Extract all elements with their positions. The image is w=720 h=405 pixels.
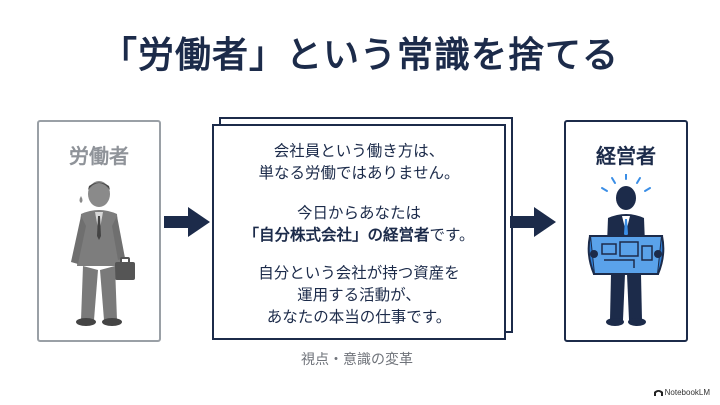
message-line: あなたの本当の仕事です。 (266, 308, 452, 326)
highlight-text: 「自分株式会社」の経営者 (243, 226, 430, 244)
manager-label: 経営者 (596, 144, 656, 168)
brand-name: NotebookLM (664, 388, 710, 397)
notebooklm-icon (653, 390, 663, 397)
message-line: 会社員という働き方は、 (273, 142, 445, 160)
manager-with-blueprint-icon (587, 174, 665, 326)
slide-title: 「労働者」という常識を捨てる (100, 35, 619, 76)
tired-worker-icon (71, 181, 135, 326)
message-paragraph-1: 会社員という働き方は、 単なる労働ではありません。 (214, 140, 504, 184)
message-line: 自分という会社が持つ資産を (258, 264, 460, 282)
notebooklm-logo: NotebookLM (653, 388, 710, 397)
message-line-emphasis: 「自分株式会社」の経営者です。 (214, 224, 504, 246)
arrow-right-icon (164, 207, 210, 237)
caption-text: 視点・意識の変革 (301, 352, 413, 368)
message-paragraph-2: 今日からあなたは 「自分株式会社」の経営者です。 (214, 202, 504, 246)
message-paragraph-3: 自分という会社が持つ資産を 運用する活動が、 あなたの本当の仕事です。 (214, 262, 504, 328)
message-line: 今日からあなたは (296, 204, 421, 222)
message-card: 会社員という働き方は、 単なる労働ではありません。 今日からあなたは 「自分株式… (212, 124, 506, 340)
worker-label: 労働者 (69, 144, 129, 168)
manager-box: 経営者 (564, 120, 688, 342)
arrow-right-icon (510, 207, 556, 237)
message-line: 単なる労働ではありません。 (258, 164, 460, 182)
message-line: 運用する活動が、 (297, 286, 421, 304)
message-text: です。 (429, 226, 475, 244)
worker-box: 労働者 (37, 120, 161, 342)
